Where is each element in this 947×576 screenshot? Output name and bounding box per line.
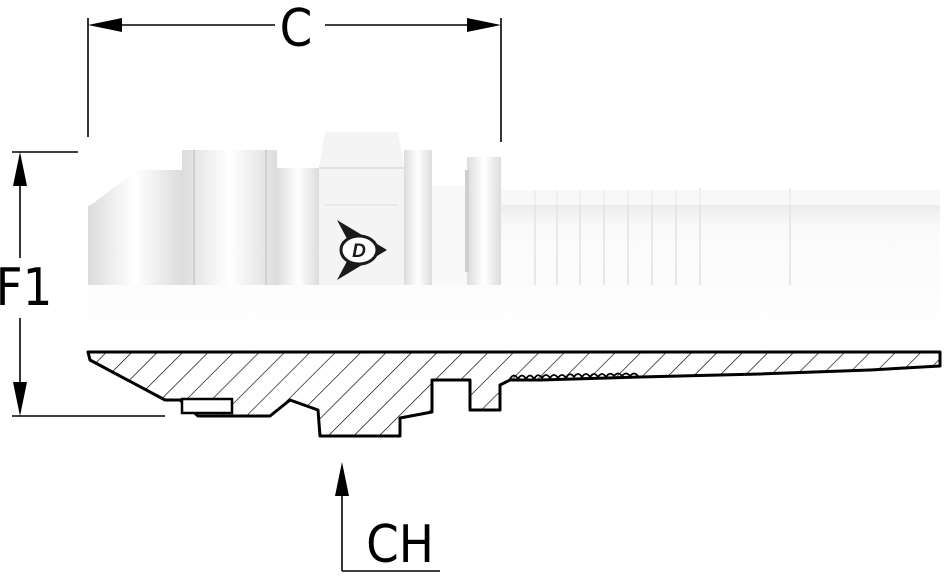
dimension-ch-label: CH (366, 515, 434, 575)
dimension-c (87, 18, 502, 142)
brand-logo: D (337, 220, 387, 280)
flange (467, 157, 501, 285)
serrated-tail (534, 188, 791, 285)
dimension-c-label: C (280, 0, 313, 59)
collar-step (432, 186, 468, 285)
seal-groove (180, 397, 234, 415)
dimension-f1-label: F1 (0, 258, 52, 318)
neck (277, 168, 319, 285)
fitting-exterior (88, 132, 940, 352)
cone-nose (88, 170, 182, 285)
dimension-f1 (12, 151, 165, 417)
logo-lettering: D (352, 241, 366, 262)
thread-section (182, 150, 277, 285)
collar (404, 150, 432, 285)
fitting-section (86, 350, 942, 438)
dimension-ch (335, 462, 440, 572)
